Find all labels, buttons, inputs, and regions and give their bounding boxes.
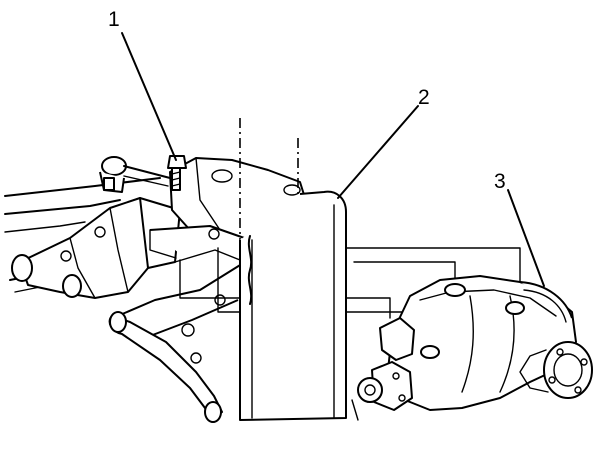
mounting-bolt: [167, 155, 187, 191]
callout-1: 1: [108, 8, 120, 31]
crossmember-bracket: [11, 197, 181, 299]
propeller-shaft-tube: [239, 190, 359, 421]
rear-differential: [357, 275, 593, 411]
callout-2: 2: [418, 86, 430, 109]
leader-lines: [121, 32, 545, 287]
differential-mount-bracket: [108, 157, 306, 423]
callout-3: 3: [494, 170, 506, 193]
frame-bushing: [99, 156, 171, 193]
